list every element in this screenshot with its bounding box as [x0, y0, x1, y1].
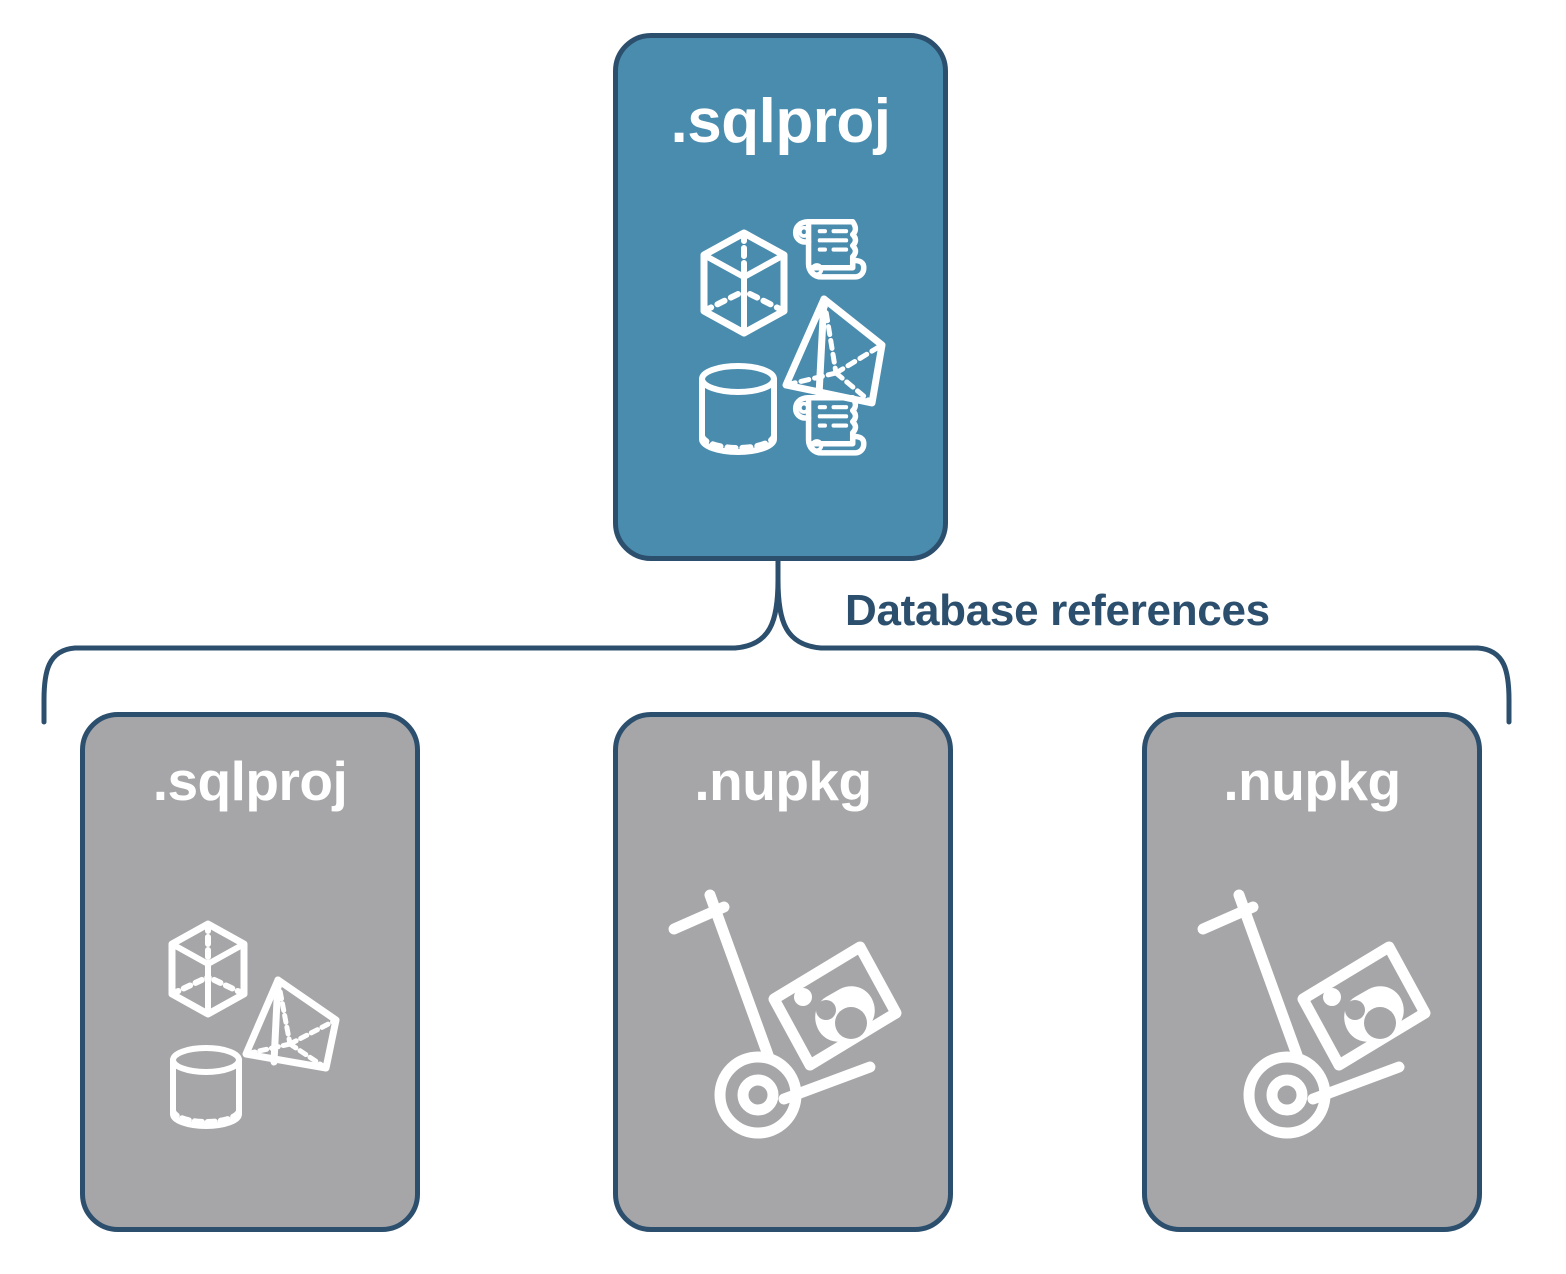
- script-scroll-icon: [792, 218, 867, 280]
- node-title-child-1: .nupkg: [694, 750, 872, 812]
- cube-wireframe-icon: [700, 229, 787, 337]
- nuget-package-icon: [768, 941, 902, 1071]
- node-parent-sqlproj[interactable]: .sqlproj: [613, 33, 948, 561]
- child-icon-cluster-nupkg-2: [1147, 867, 1477, 1167]
- node-title-child-0: .sqlproj: [152, 750, 348, 812]
- child-sqlproj-icon-svg: [168, 920, 340, 1129]
- node-child-nupkg-1[interactable]: .nupkg: [613, 712, 953, 1232]
- connector-label-database-references: Database references: [845, 586, 1270, 635]
- brace-right-arm: [775, 577, 1512, 725]
- cylinder-wireframe-icon: [698, 363, 777, 455]
- child-icon-cluster-sqlproj: [85, 867, 415, 1167]
- hand-truck-wheel-icon: [714, 1051, 802, 1139]
- node-child-nupkg-2[interactable]: .nupkg: [1142, 712, 1482, 1232]
- node-title-parent: .sqlproj: [670, 87, 891, 156]
- child-icon-cluster-nupkg-1: [618, 867, 948, 1167]
- brace-left-arm: [41, 577, 781, 725]
- node-title-child-2: .nupkg: [1223, 750, 1401, 812]
- cube-wireframe-icon: [168, 920, 248, 1018]
- pyramid-wireframe-icon: [782, 295, 885, 407]
- hand-truck-wheel-icon: [1243, 1051, 1331, 1139]
- nuget-hand-truck-icon: [1197, 889, 1431, 1139]
- parent-icon-svg: [698, 218, 885, 456]
- pyramid-wireframe-icon: [242, 976, 340, 1072]
- script-scroll-icon: [792, 394, 867, 456]
- parent-icon-cluster: [618, 188, 943, 488]
- nuget-package-icon: [1297, 941, 1431, 1071]
- cylinder-wireframe-icon: [170, 1045, 242, 1129]
- node-child-sqlproj[interactable]: .sqlproj: [80, 712, 420, 1232]
- nuget-hand-truck-icon: [668, 889, 902, 1139]
